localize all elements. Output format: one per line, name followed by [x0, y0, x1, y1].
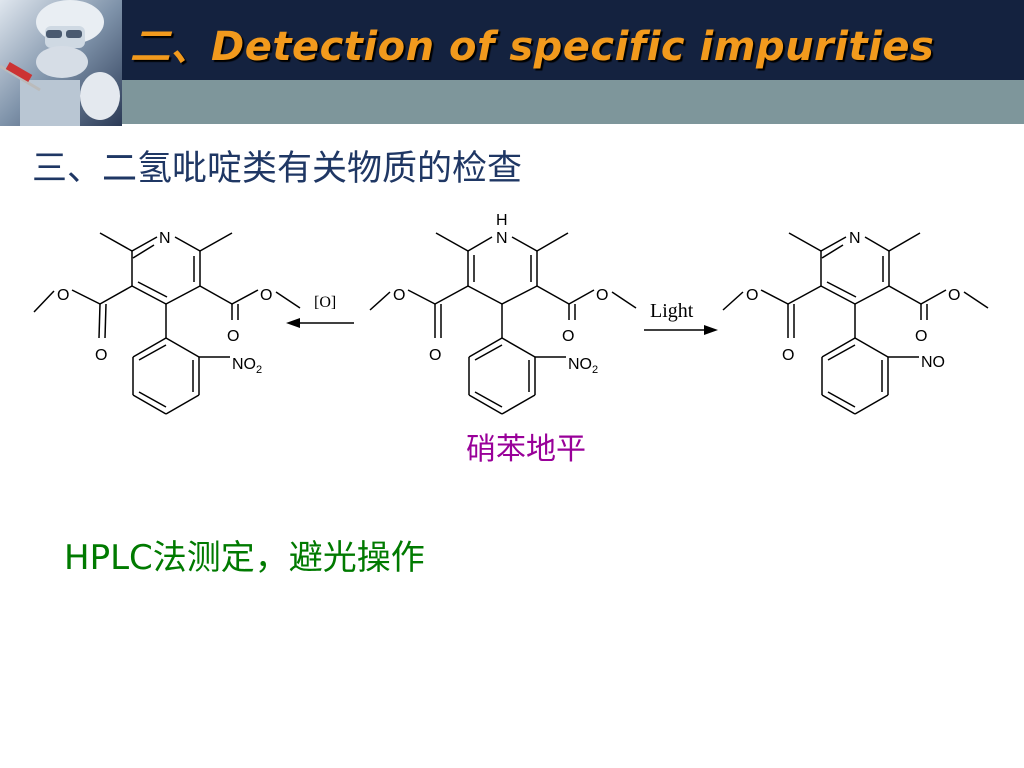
atom-n-left: N	[159, 230, 171, 247]
atom-o-middle-1: O	[393, 287, 405, 304]
atom-h-middle: H	[496, 212, 508, 229]
slide-title: 二、Detection of specific impurities	[130, 24, 935, 70]
atom-o-right-1: O	[746, 287, 758, 304]
reagent-oxidation-label: [O]	[314, 294, 336, 311]
nifedipine-structure	[369, 232, 637, 415]
header-photo	[0, 0, 122, 126]
atom-o-right-3: O	[915, 328, 927, 345]
atom-n-middle: N	[496, 230, 508, 247]
light-arrow-head	[704, 325, 718, 335]
nitroso-group-right: NO	[921, 354, 945, 371]
atom-o-right-4: O	[948, 287, 960, 304]
section-subtitle: 三、二氢吡啶类有关物质的检查	[32, 149, 523, 189]
atom-o-left-4: O	[260, 287, 272, 304]
header-accent-bar	[122, 80, 1024, 124]
pyridine-product-structure	[33, 232, 301, 415]
atom-o-middle-2: O	[429, 347, 441, 364]
atom-o-right-2: O	[782, 347, 794, 364]
atom-o-left-2: O	[95, 347, 107, 364]
nitroso-pyridine-structure	[722, 232, 989, 415]
nitro-group-middle: NO2	[568, 356, 598, 376]
atom-o-middle-4: O	[596, 287, 608, 304]
nitro-group-left: NO2	[232, 356, 262, 376]
atom-o-left-1: O	[57, 287, 69, 304]
header-bar	[0, 0, 1024, 80]
method-note: HPLC法测定，避光操作	[64, 538, 425, 578]
atom-o-middle-3: O	[562, 328, 574, 345]
atom-o-left-3: O	[227, 328, 239, 345]
reagent-light-label: Light	[650, 300, 694, 322]
oxidation-arrow-head	[286, 318, 300, 328]
reaction-scheme: N O O O O NO2 H N O O O O NO2 N O O O O …	[33, 212, 989, 415]
atom-n-right: N	[849, 230, 861, 247]
compound-name-nifedipine: 硝苯地平	[466, 432, 586, 467]
